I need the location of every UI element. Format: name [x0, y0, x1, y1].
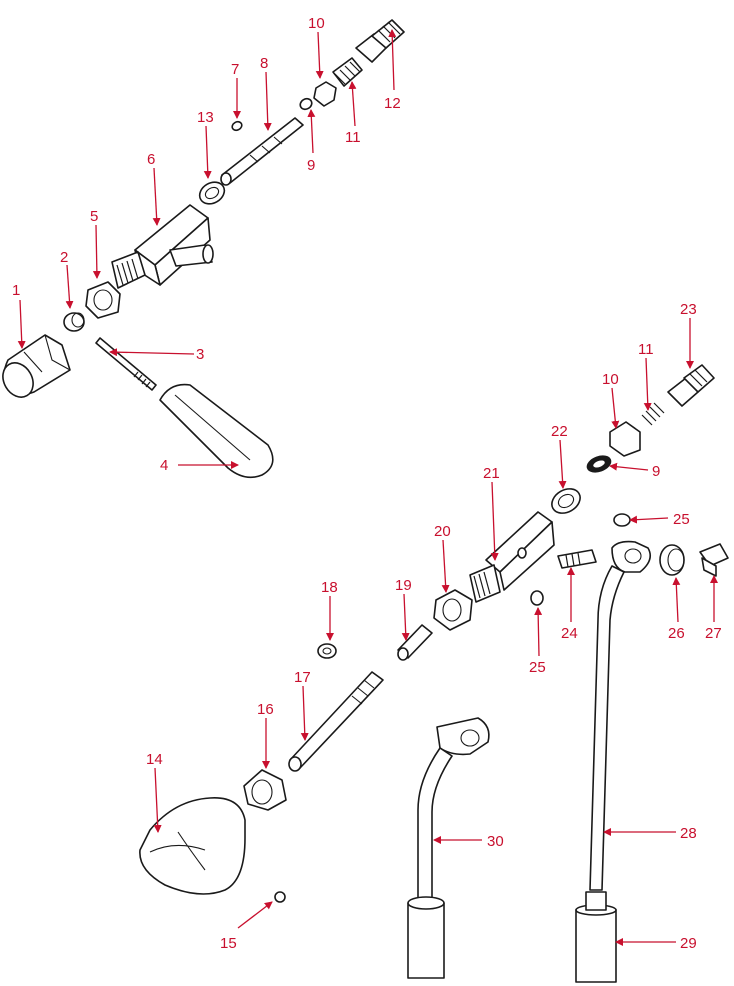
part-15-set-screw: [274, 891, 286, 903]
callout-10-lower: 10: [602, 371, 619, 388]
part-25-washer-b: [530, 590, 544, 606]
callout-29: 29: [680, 935, 697, 952]
part-4-handle: [159, 383, 274, 479]
callout-21: 21: [483, 465, 500, 482]
callout-6: 6: [147, 151, 155, 168]
callout-14: 14: [146, 751, 163, 768]
part-9-washer-upper: [299, 97, 313, 111]
part-14-lever-handle: [139, 797, 246, 895]
callout-30: 30: [487, 833, 504, 850]
part-11-spring-lower: [641, 402, 665, 426]
callout-18: 18: [321, 579, 338, 596]
callout-22: 22: [551, 423, 568, 440]
callout-24: 24: [561, 625, 578, 642]
part-21-valve-body: [469, 511, 555, 603]
callout-9-upper: 9: [307, 157, 315, 174]
part-29-spout-tip: [575, 891, 617, 983]
callout-26: 26: [668, 625, 685, 642]
callout-17: 17: [294, 669, 311, 686]
callout-27: 27: [705, 625, 722, 642]
part-2-bushing: [63, 312, 85, 332]
callout-12: 12: [384, 95, 401, 112]
callout-1: 1: [12, 282, 20, 299]
callout-9-lower: 9: [652, 463, 660, 480]
callout-16: 16: [257, 701, 274, 718]
part-8-stem: [220, 117, 304, 186]
part-6-valve-body: [111, 204, 214, 289]
callout-19: 19: [395, 577, 412, 594]
part-25-washer-a: [613, 513, 631, 527]
callout-4: 4: [160, 457, 168, 474]
part-5-nut: [85, 281, 121, 319]
part-26-spring-ring: [659, 544, 685, 576]
part-9-washer-lower: [586, 455, 612, 473]
callout-28: 28: [680, 825, 697, 842]
part-30-spout: [407, 717, 490, 979]
part-24-screw: [557, 549, 597, 569]
part-7-oring: [231, 120, 243, 132]
part-28-spout: [589, 540, 651, 891]
part-16-bonnet-nut: [243, 769, 287, 811]
callout-8: 8: [260, 55, 268, 72]
callout-11-upper: 11: [345, 129, 361, 146]
part-11-spring-upper: [332, 57, 363, 87]
callout-15: 15: [220, 935, 237, 952]
part-19-pin: [397, 624, 433, 661]
part-27-bolt: [699, 543, 729, 577]
part-12-fitting: [355, 19, 405, 63]
callout-5: 5: [90, 208, 98, 225]
callout-25-lower: 25: [529, 659, 546, 676]
callout-25-upper: 25: [673, 511, 690, 528]
part-10-nut-lower: [609, 421, 641, 457]
part-17-stem: [288, 671, 384, 772]
callout-20: 20: [434, 523, 451, 540]
part-10-nut-upper: [313, 81, 337, 107]
part-22-washer: [551, 488, 581, 514]
callout-labels: 1 2 3 4 5 6 7 8 9 10 11 12 13 14 15 16 1…: [12, 15, 722, 952]
part-23-fitting: [667, 364, 715, 407]
callout-3: 3: [196, 346, 204, 363]
part-13-washer: [198, 181, 226, 205]
part-3-rod: [95, 337, 157, 391]
callout-10-upper: 10: [308, 15, 325, 32]
part-1-cap: [2, 334, 71, 398]
callout-7: 7: [231, 61, 239, 78]
part-18-washer: [317, 643, 337, 659]
callout-2: 2: [60, 249, 68, 266]
callout-23: 23: [680, 301, 697, 318]
callout-11-lower: 11: [638, 341, 654, 358]
callout-13: 13: [197, 109, 214, 126]
part-20-nut: [433, 589, 473, 631]
callout-leaders: [17, 29, 718, 946]
